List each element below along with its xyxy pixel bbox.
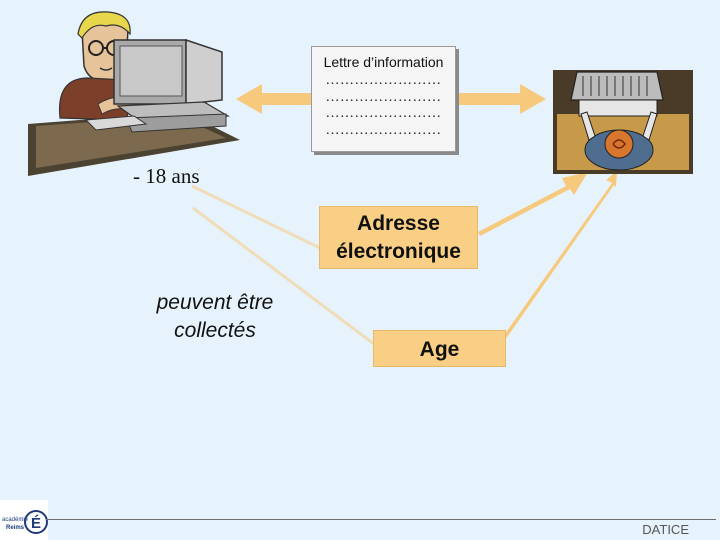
newsletter-title: Lettre d’information: [323, 54, 444, 70]
line-teen-to-age: [192, 206, 375, 346]
age-box: Age: [373, 330, 506, 367]
age-label: Age: [419, 338, 460, 361]
newsletter-line: ……………………: [325, 89, 442, 105]
minor-age-label: - 18 ans: [133, 164, 200, 188]
newsletter-lines: …………………… …………………… …………………… ……………………: [312, 73, 455, 139]
newsletter-document: Lettre d’information …………………… …………………… ……: [311, 46, 456, 152]
svg-text:Reims: Reims: [6, 525, 25, 531]
arrow-from-adult: [457, 84, 546, 114]
adult-computer-illustration: [553, 70, 693, 174]
email-address-box: Adresse électronique: [319, 206, 478, 269]
collected-line2: collectés: [174, 319, 256, 342]
footer-divider: [46, 519, 716, 520]
footer-brand: DATICE: [642, 522, 689, 537]
email-label-line2: électronique: [336, 240, 461, 263]
arrow-email-to-adult: [478, 172, 588, 236]
email-label-line1: Adresse: [357, 212, 440, 235]
collected-caption: peuvent être collectés: [140, 289, 290, 345]
academie-reims-logo: É académie Reims: [0, 500, 48, 540]
newsletter-line: ……………………: [325, 122, 442, 138]
svg-text:académie: académie: [2, 517, 29, 523]
teen-computer-illustration: [28, 11, 240, 176]
newsletter-line: ……………………: [325, 106, 442, 121]
svg-text:É: É: [31, 515, 41, 532]
collected-line1: peuvent être: [156, 291, 274, 314]
arrow-to-teen: [236, 84, 311, 114]
newsletter-line: ……………………: [325, 73, 442, 88]
line-teen-to-email: [191, 184, 321, 250]
arrow-age-to-adult: [502, 171, 617, 340]
